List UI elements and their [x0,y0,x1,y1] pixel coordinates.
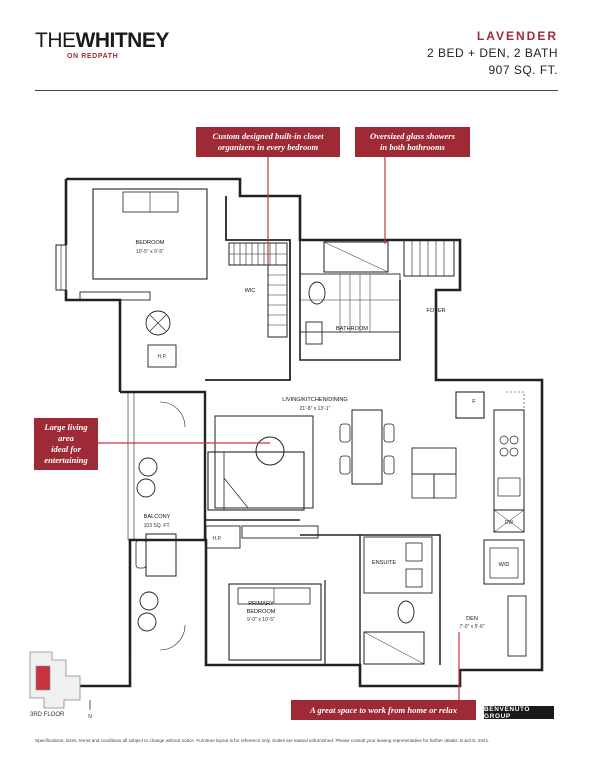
ensuite-label: ENSUITE [372,560,397,566]
disclaimer: Specifications, sizes, terms and conditi… [35,738,490,743]
primary-label-2: BEDROOM [247,609,276,615]
wd-label: W/D [499,562,510,568]
callout-showers-line2: in both bathrooms [380,142,445,152]
bathroom-label: BATHROOM [336,326,368,332]
callout-living-line2: area [58,433,74,443]
hp-bottom-label: H.P. [212,536,221,542]
callout-den: A great space to work from home or relax [291,700,476,720]
brand-logo: THEWHITNEY ON REDPATH [35,30,169,61]
suite-info: LAVENDER 2 BED + DEN, 2 BATH 907 SQ. FT. [427,29,558,77]
logo-thin: THE [35,29,76,52]
callout-closets-line1: Custom designed built-in closet [212,131,324,141]
callout-closets-line2: organizers in every bedroom [217,142,319,152]
bedroom-label: BEDROOM [136,240,165,246]
primary-dim: 9'-0" x 10'-5" [247,617,275,623]
foyer-label: FOYER [426,308,445,314]
north-arrow: N [88,714,92,720]
hp-top-label: H.P. [157,354,166,360]
key-plan-floor: 3RD FLOOR [30,712,65,718]
bedroom-dim: 10'-5" x 9'-5" [136,249,164,255]
den-label: DEN [466,616,478,622]
suite-type: 2 BED + DEN, 2 BATH [427,46,558,60]
fridge-label: F [472,399,476,405]
suite-area: 907 SQ. FT. [488,63,558,77]
callout-living-line3: ideal for [51,444,81,454]
key-plan: N [29,651,92,720]
suite-name: LAVENDER [476,29,558,43]
balcony-dim: 103 SQ. FT. [144,523,171,529]
callout-showers-line1: Oversized glass showers [370,131,455,141]
header-divider [35,90,558,91]
dw-label: DW [505,520,514,526]
wic-label: WIC [245,288,256,294]
logo-bold: WHITNEY [75,29,170,52]
logo-subtitle: ON REDPATH [67,53,119,60]
balcony-label: BALCONY [144,514,171,520]
primary-label: PRIMARY [248,601,274,607]
den-dim: 7'-0" x 5'-6" [459,624,484,630]
callout-living-line4: entertaining [44,455,88,465]
logo-wordmark: THEWHITNEY [35,30,169,52]
living-dim: 21'-8" x 13'-1" [300,406,331,412]
living-label: LIVING/KITCHEN/DINING [282,397,348,403]
callout-living-line1: Large living [44,422,88,432]
callout-den-text: A great space to work from home or relax [309,704,458,715]
key-plan-highlight [35,665,51,691]
developer-logo: BENVENUTO GROUP [484,706,554,720]
